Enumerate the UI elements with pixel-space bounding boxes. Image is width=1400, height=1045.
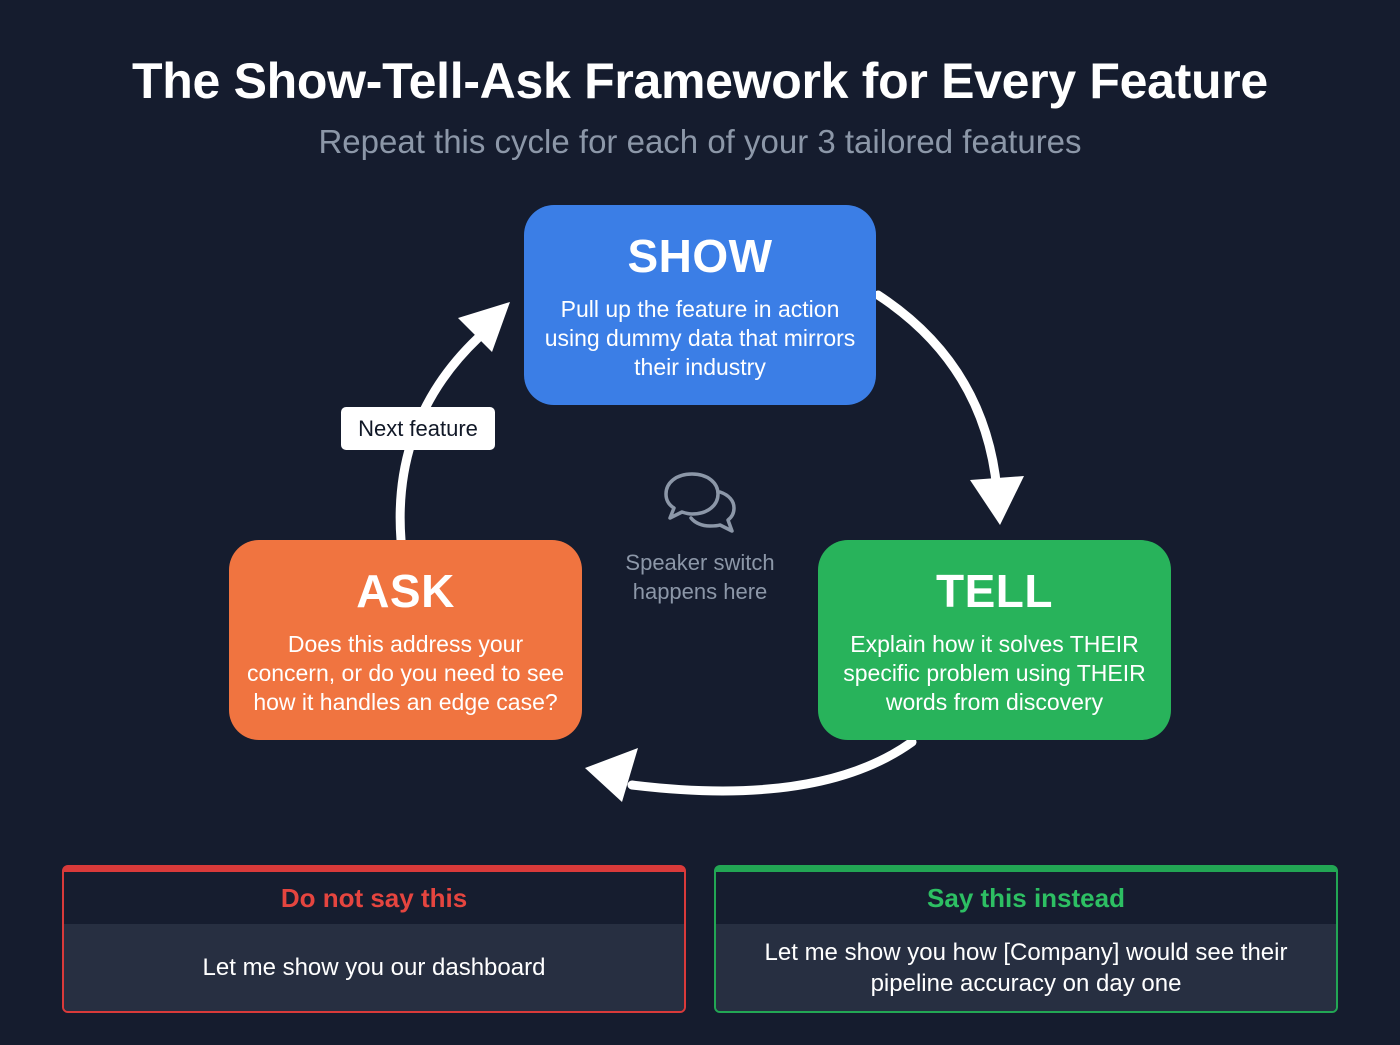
ask-step-title: ASK [356, 565, 455, 617]
tell-step-text: Explain how it solves THEIR specific pro… [843, 631, 1146, 715]
page-title: The Show-Tell-Ask Framework for Every Fe… [132, 53, 1268, 109]
chat-bubbles-icon [664, 472, 736, 533]
do-not-say-text: Let me show you our dashboard [64, 924, 684, 1011]
arrow-show-to-tell-head [970, 476, 1024, 525]
ask-step-card: ASK Does this address your concern, or d… [229, 540, 582, 740]
show-step-title: SHOW [627, 230, 773, 282]
next-feature-label: Next feature [341, 407, 495, 450]
say-instead-panel: Say this instead Let me show you how [Co… [714, 865, 1338, 1013]
say-instead-text: Let me show you how [Company] would see … [716, 924, 1336, 1011]
tell-step-card: TELL Explain how it solves THEIR specifi… [818, 540, 1171, 740]
page-subtitle: Repeat this cycle for each of your 3 tai… [318, 123, 1082, 160]
show-step-card: SHOW Pull up the feature in action using… [524, 205, 876, 405]
do-not-say-panel: Do not say this Let me show you our dash… [62, 865, 686, 1013]
do-not-say-heading: Do not say this [64, 872, 684, 924]
ask-step-text: Does this address your concern, or do yo… [246, 631, 565, 715]
speaker-switch-note: Speaker switch happens here [625, 550, 775, 604]
say-instead-heading: Say this instead [716, 872, 1336, 924]
arrow-tell-to-ask-head [585, 748, 638, 802]
tell-step-title: TELL [936, 565, 1053, 617]
arrow-show-to-tell [873, 290, 1002, 495]
arrow-ask-to-show-head [458, 302, 510, 352]
arrow-tell-to-ask [627, 737, 917, 796]
show-step-text: Pull up the feature in action using dumm… [544, 296, 856, 380]
